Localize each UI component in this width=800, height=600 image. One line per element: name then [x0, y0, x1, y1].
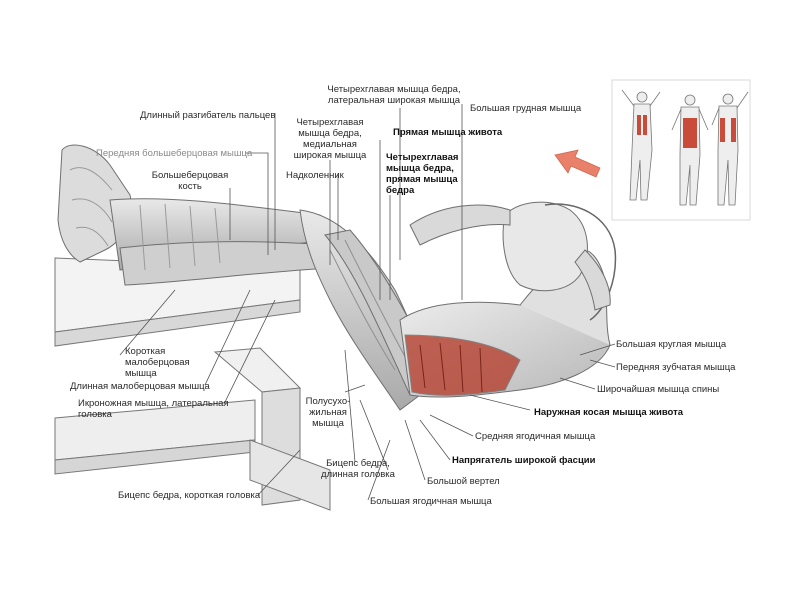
label-quad-medial: Четырехглавая мышца бедра, медиальная ши… [290, 117, 370, 161]
head-and-arms [409, 201, 617, 321]
label-external-oblique: Наружная косая мышца живота [534, 407, 684, 418]
label-peroneus-brevis: Короткая малоберцовая мышца [125, 346, 190, 379]
label-extensor-digitorum-longus: Длинный разгибатель пальцев [140, 110, 276, 121]
label-latissimus-dorsi: Широчайшая мышца спины [597, 384, 720, 395]
label-greater-trochanter: Большой вертел [427, 476, 500, 487]
label-teres-major: Большая круглая мышца [616, 339, 727, 350]
label-tibialis-anterior: Передняя большеберцовая мышца [96, 148, 253, 159]
leader-lines [119, 104, 616, 501]
label-semitendinosus-line2: жильная [309, 407, 347, 418]
label-biceps-long-line1: Бицепс бедра, [326, 458, 390, 469]
label-biceps-long: Бицепс бедра, длинная головка [318, 458, 398, 480]
label-quad-medial-line3: медиальная [303, 139, 357, 150]
label-rectus-abdominis: Прямая мышца живота [393, 127, 503, 138]
label-gastrocnemius: Икроножная мышца, латеральная головка [78, 398, 229, 420]
label-gastrocnemius-line1: Икроножная мышца, латеральная [78, 398, 229, 409]
bench [54, 257, 331, 511]
figure-middle [671, 94, 709, 206]
label-rectus-femoris-line1: Четырехглавая [386, 152, 459, 163]
label-biceps-short: Бицепс бедра, короткая головка [118, 490, 261, 501]
label-serratus-anterior: Передняя зубчатая мышца [616, 362, 736, 373]
label-quad-lateral: Четырехглавая мышца бедра, латеральная ш… [326, 84, 462, 106]
label-rectus-femoris-line3: прямая мышца [386, 174, 458, 185]
label-pectoralis-major: Большая грудная мышца [470, 103, 582, 114]
label-peroneus-brevis-line2: малоберцовая [125, 357, 190, 368]
lower-legs [109, 198, 331, 286]
label-semitendinosus-line1: Полусухо- [305, 396, 351, 407]
abdominal-highlight [404, 334, 521, 396]
label-peroneus-brevis-line3: мышца [125, 368, 157, 379]
label-gluteus-medius: Средняя ягодичная мышца [475, 431, 596, 442]
label-rectus-femoris-line4: бедра [386, 185, 415, 196]
arrow-icon [554, 149, 601, 178]
label-semitendinosus: Полусухо- жильная мышца [300, 396, 356, 429]
label-biceps-long-line2: длинная головка [321, 469, 395, 480]
label-peroneus-brevis-line1: Короткая [125, 346, 166, 357]
label-tibia-line2: кость [178, 181, 202, 192]
label-peroneus-longus: Длинная малоберцовая мышца [70, 381, 210, 392]
label-semitendinosus-line3: мышца [312, 418, 344, 429]
label-quad-lateral-line2: латеральная широкая мышца [327, 95, 461, 106]
label-rectus-femoris: Четырехглавая мышца бедра, прямая мышца … [386, 152, 458, 196]
figure-front [621, 89, 661, 201]
label-tensor-fasciae-latae: Напрягатель широкой фасции [452, 455, 596, 466]
label-gluteus-maximus: Большая ягодичная мышца [370, 496, 492, 507]
figure-right [711, 91, 749, 206]
label-quad-medial-line2: мышца бедра, [298, 128, 362, 139]
inset-figures [611, 79, 751, 221]
label-patella: Надколенник [286, 170, 344, 181]
label-gastrocnemius-line2: головка [78, 409, 112, 420]
label-quad-medial-line1: Четырехглавая [296, 117, 364, 128]
label-quad-medial-line4: широкая мышца [293, 150, 367, 161]
label-quad-lateral-line1: Четырехглавая мышца бедра, [327, 84, 461, 95]
label-tibia-line1: Большеберцовая [151, 170, 229, 181]
label-tibia: Большеберцовая кость [150, 170, 230, 192]
label-rectus-femoris-line2: мышца бедра, [386, 163, 454, 174]
torso [399, 248, 611, 398]
